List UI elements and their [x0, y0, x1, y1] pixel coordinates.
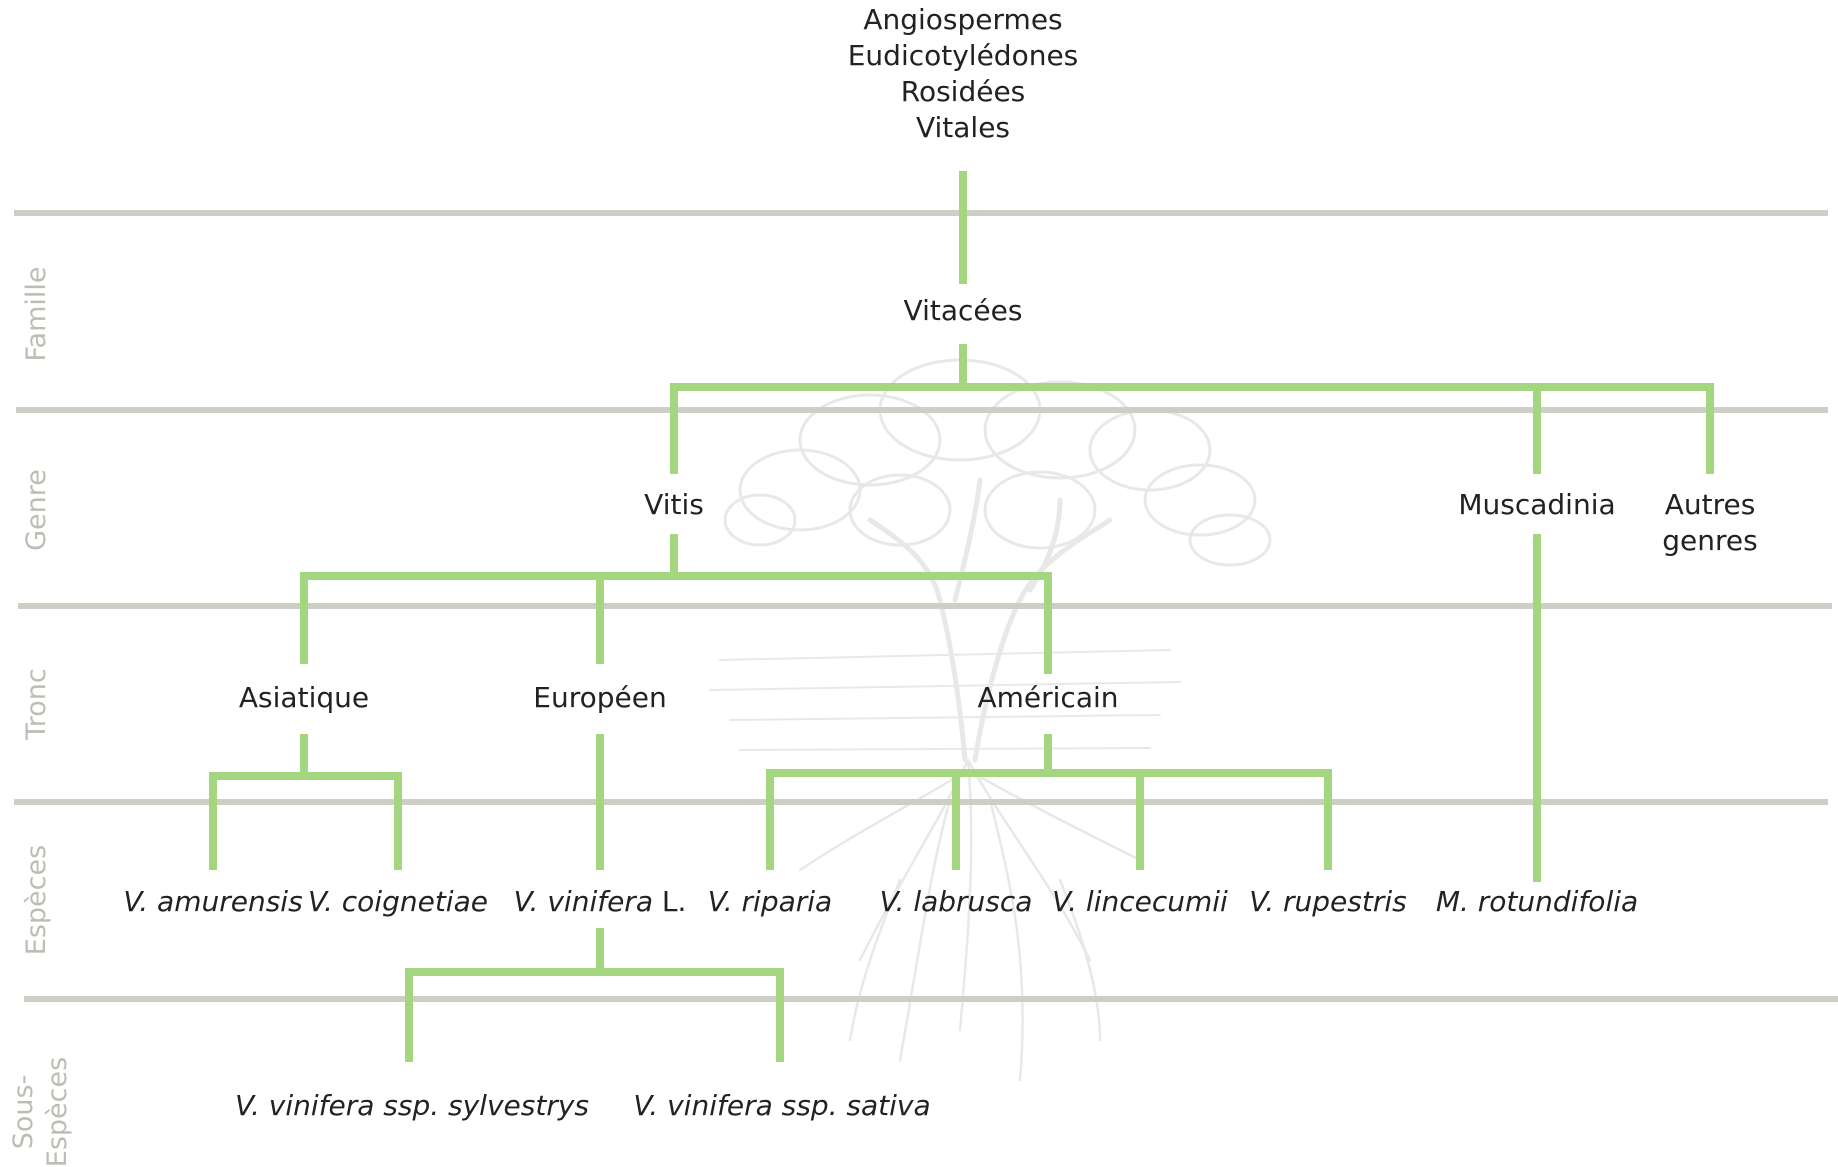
- node-genres-line: genres: [1662, 524, 1758, 557]
- node-ssp-sylvestrys: V. vinifera ssp. sylvestrys: [235, 1089, 589, 1122]
- rank-label-sous-especes: Espèces: [42, 1056, 73, 1167]
- rank-label-sous: Sous-: [8, 1074, 39, 1150]
- root-line-rosidees: Rosidées: [900, 75, 1026, 108]
- node-v-vinifera: V. vinifera L.: [514, 884, 687, 920]
- node-v-amurensis: V. amurensis: [123, 885, 303, 918]
- node-europeen: Européen: [533, 681, 667, 714]
- node-v-riparia: V. riparia: [707, 885, 833, 918]
- node-autres-line: Autres: [1664, 488, 1756, 521]
- node-v-labrusca: V. labrusca: [879, 885, 1033, 918]
- vine-ground: [709, 649, 1181, 751]
- rank-label-especes: Espèces: [21, 844, 52, 956]
- node-v-coignetiae: V. coignetiae: [308, 885, 488, 918]
- rank-band-lines: [14, 210, 1838, 1002]
- grapevine-illustration: [709, 358, 1272, 1082]
- node-v-lincecumii: V. lincecumii: [1052, 885, 1228, 918]
- node-asiatique: Asiatique: [238, 681, 370, 714]
- node-americain: Américain: [977, 681, 1119, 714]
- rank-label-famille: Famille: [21, 266, 52, 362]
- root-line-angiospermes: Angiospermes: [863, 3, 1063, 36]
- root-classification: Angiospermes Eudicotylédones Rosidées Vi…: [848, 2, 1079, 146]
- node-ssp-sativa: V. vinifera ssp. sativa: [633, 1089, 931, 1122]
- rank-label-genre: Genre: [21, 469, 52, 551]
- v-vinifera-name: V. vinifera: [513, 885, 653, 918]
- root-line-vitales: Vitales: [915, 111, 1011, 144]
- node-muscadinia: Muscadinia: [1458, 488, 1616, 521]
- root-line-eudicotyledones: Eudicotylédones: [847, 39, 1079, 72]
- tree-connectors: [209, 171, 1714, 1062]
- v-vinifera-author: L.: [661, 885, 687, 918]
- rank-label-tronc: Tronc: [21, 668, 52, 740]
- node-v-rupestris: V. rupestris: [1249, 885, 1407, 918]
- node-autres-genres: Autres genres: [1662, 487, 1757, 559]
- vine-roots: [798, 758, 1142, 1082]
- node-vitis: Vitis: [644, 488, 704, 521]
- node-m-rotundifolia: M. rotundifolia: [1435, 885, 1639, 918]
- node-vitacees: Vitacées: [903, 294, 1023, 327]
- vine-trunk: [867, 477, 1113, 763]
